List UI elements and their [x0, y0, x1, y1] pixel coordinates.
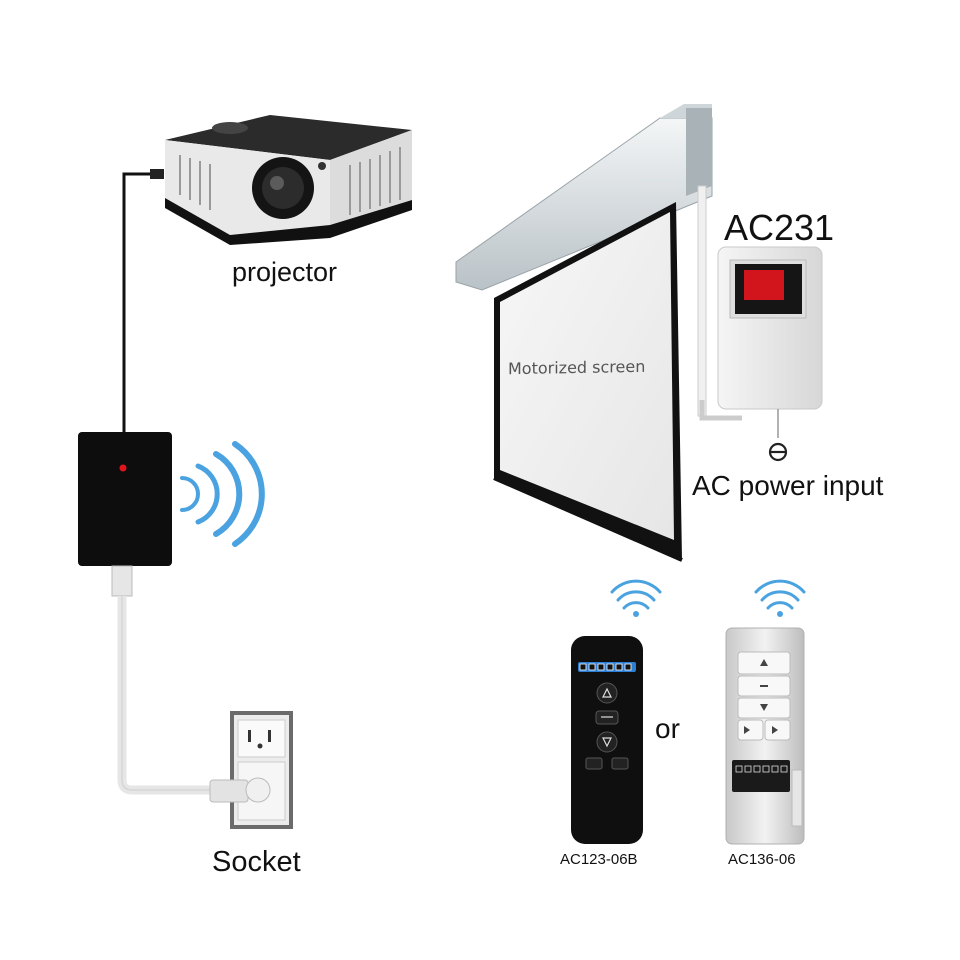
- projector-cable: [122, 172, 160, 432]
- remote-2-label: AC136-06: [728, 851, 796, 868]
- power-input-icon: [768, 442, 788, 462]
- motorized-screen-label: Motorized screen: [508, 356, 646, 379]
- remote-ac123-06b: [571, 636, 643, 844]
- wifi-signal-icon: [180, 441, 265, 547]
- or-label: or: [655, 713, 680, 744]
- ac231-label: AC231: [724, 207, 835, 248]
- remote-1-label: AC123-06B: [560, 851, 638, 868]
- remote-2-signal-icon: [754, 579, 806, 617]
- motorized-screen: [455, 104, 713, 562]
- remote-ac136-06: [725, 627, 805, 845]
- remote-1-signal-icon: [610, 579, 662, 617]
- indicator-led: [119, 464, 127, 472]
- controller-box: [78, 432, 172, 597]
- cable-plug: [150, 169, 164, 179]
- ac231-receiver: [697, 185, 823, 462]
- wall-socket: [209, 711, 293, 829]
- power-cable: [117, 596, 210, 795]
- projector-label: projector: [232, 257, 338, 287]
- socket-label: Socket: [212, 846, 301, 878]
- ac-power-input-label: AC power input: [692, 470, 884, 501]
- projector-image: [165, 115, 412, 245]
